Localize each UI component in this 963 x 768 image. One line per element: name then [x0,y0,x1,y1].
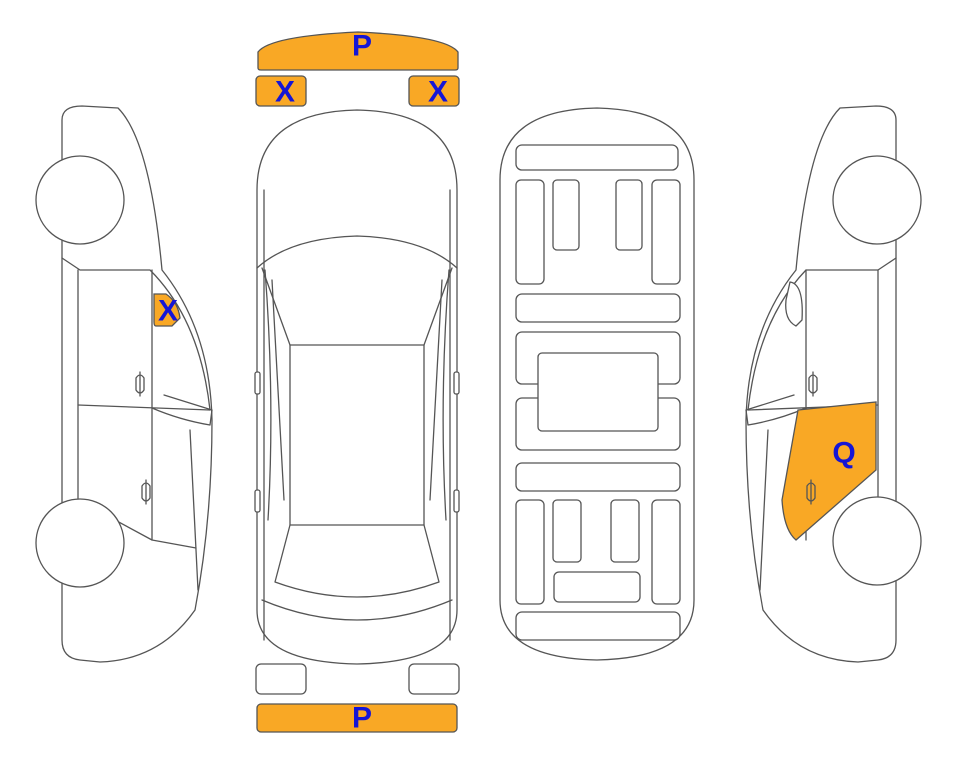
right-rear-door[interactable] [781,401,877,541]
left-front-wheel[interactable] [35,155,125,245]
right-rear-door-marker: Q [832,437,855,470]
rear-parts: P [255,663,460,735]
front-right-light-marker: X [428,76,448,109]
right-rear-wheel[interactable] [832,496,922,586]
car-floor-view [499,107,695,661]
top-view-body[interactable] [256,109,458,665]
front-bumper[interactable] [257,31,459,71]
left-rear-wheel[interactable] [35,498,125,588]
car-top-view [254,109,460,665]
rear-right-light[interactable] [408,663,460,695]
left-side-window-marker: X [158,295,178,328]
right-front-wheel[interactable] [832,155,922,245]
front-parts: P X X [255,30,460,109]
left-side-window[interactable] [153,293,181,327]
front-right-light[interactable] [408,75,460,107]
front-left-light-marker: X [275,76,295,109]
rear-bumper[interactable] [256,703,458,733]
rear-bumper-marker: P [352,702,372,735]
car-right-side-view: Q [745,105,922,663]
front-bumper-marker: P [352,30,372,63]
car-left-side-view: X [35,105,213,663]
rear-left-light[interactable] [255,663,307,695]
front-left-light[interactable] [255,75,307,107]
